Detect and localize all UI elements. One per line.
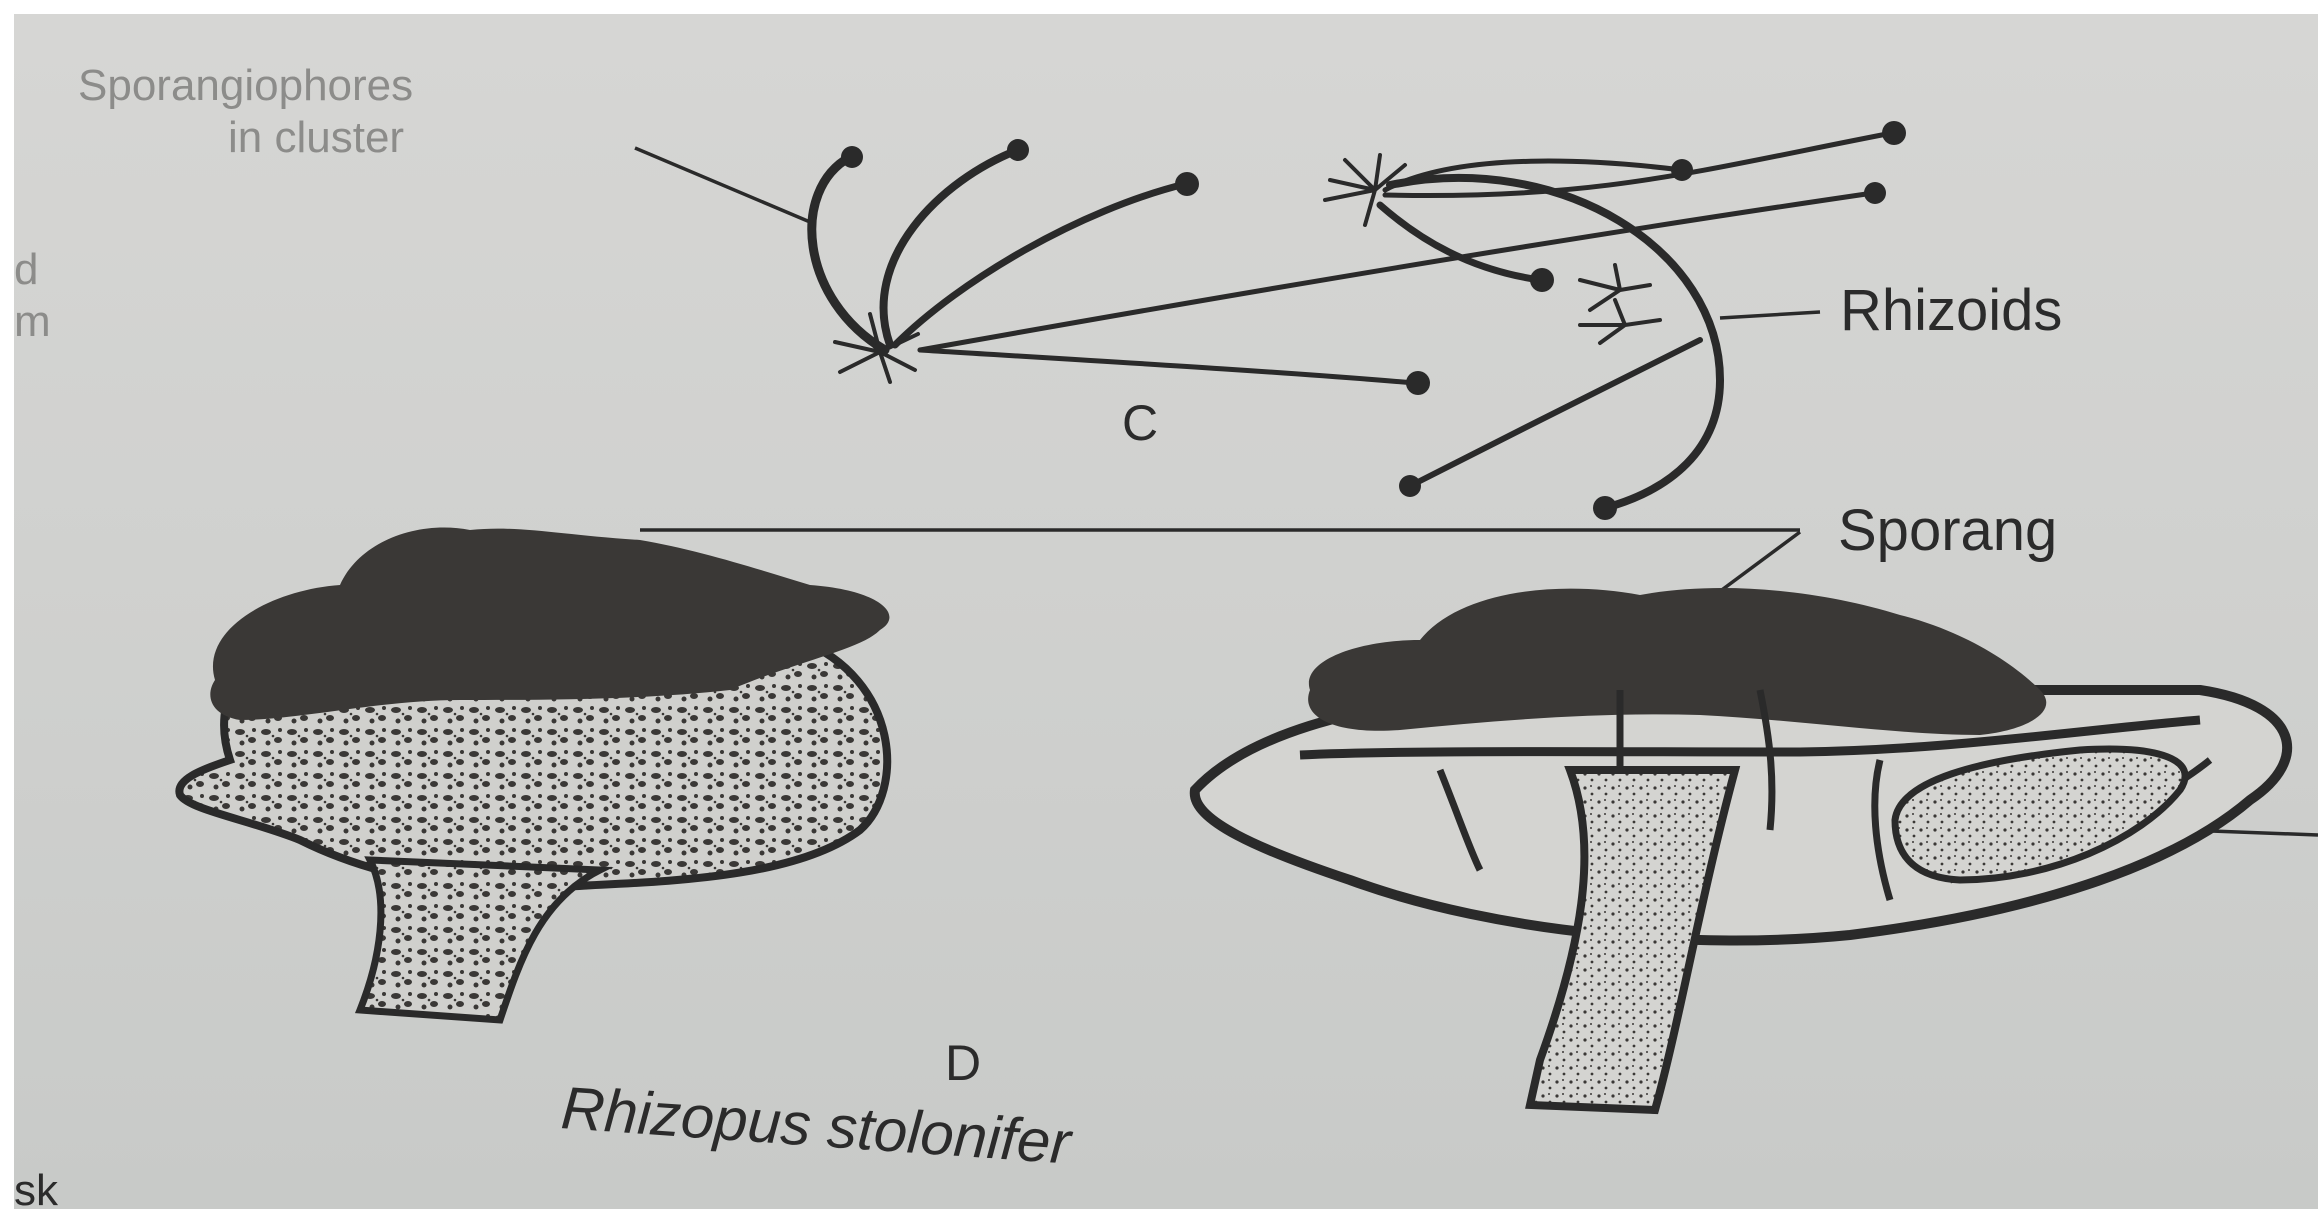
sporangiophore-stalk — [360, 860, 600, 1020]
sporangium-head — [1671, 159, 1693, 181]
sporangium-head — [1864, 182, 1886, 204]
sporangiophore — [895, 184, 1185, 345]
stolon — [1390, 178, 1720, 508]
leader-sporangium-right — [1715, 532, 1800, 595]
label-rhizoids: Rhizoids — [1840, 278, 2062, 343]
sporangiophore — [1412, 340, 1700, 485]
caption: Rhizopus stolonifer — [559, 1074, 1075, 1177]
rhizoid-tuft — [1580, 265, 1660, 343]
label-sporangium: Sporang — [1838, 498, 2057, 563]
leader-sporangiophores — [635, 148, 810, 222]
edge-text-left-bottom: sk — [14, 1166, 59, 1209]
spore-mass — [1308, 588, 2046, 735]
label-figure-c: C — [1122, 395, 1158, 451]
leader-rhizoids — [1720, 312, 1820, 318]
stolon — [920, 192, 1880, 350]
stolon — [920, 350, 1415, 383]
edge-text-left-mid: m — [14, 297, 51, 346]
sporangium-head — [1175, 172, 1199, 196]
figure-c-mycelium — [812, 121, 1906, 520]
sporangium-head — [1530, 268, 1554, 292]
sporangium-head — [1406, 371, 1430, 395]
sporangium-head — [1399, 475, 1421, 497]
sporangium-head — [1007, 139, 1029, 161]
sporangium-head — [1882, 121, 1906, 145]
sporangium-head — [841, 146, 863, 168]
label-sporangiophores-line1: Sporangiophores — [78, 61, 413, 110]
label-figure-d: D — [945, 1035, 981, 1091]
sporangium-head — [1593, 496, 1617, 520]
edge-text-left-top: d — [14, 245, 38, 294]
sporangium-section — [1195, 588, 2287, 1110]
sporangiophore — [884, 150, 1018, 345]
sporangium-external — [179, 527, 889, 1020]
label-sporangiophores-line2: in cluster — [228, 113, 404, 162]
